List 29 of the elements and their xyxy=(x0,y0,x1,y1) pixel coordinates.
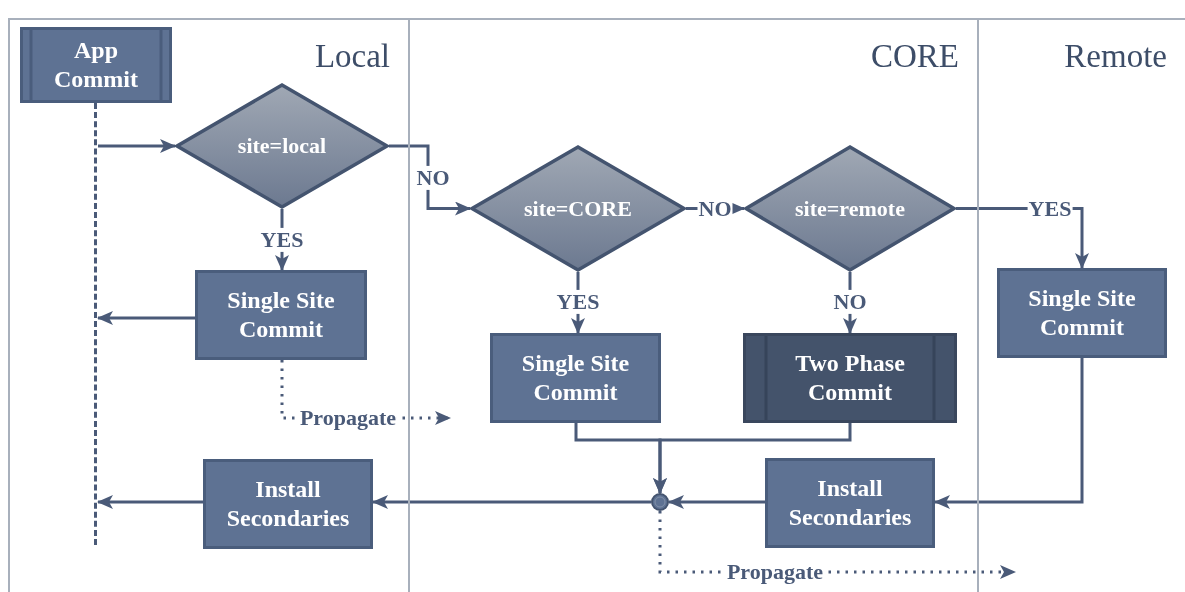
lane-title: Remote xyxy=(1064,38,1167,75)
edge-label: NO xyxy=(415,165,451,191)
arrow xyxy=(372,495,651,509)
arrow xyxy=(668,495,765,509)
decision-diamond: site=CORE xyxy=(470,145,686,272)
decision-diamond: site=local xyxy=(175,83,389,209)
edge-label: YES xyxy=(555,289,601,315)
swimlane xyxy=(8,18,408,592)
decision-diamond: site=remote xyxy=(744,145,956,272)
arrow xyxy=(98,139,176,153)
edge-label: NO xyxy=(832,289,868,315)
swimlane xyxy=(977,18,1185,592)
arrow xyxy=(653,423,852,494)
junction-circle xyxy=(651,493,669,511)
swimlane xyxy=(408,18,977,592)
arrow xyxy=(97,495,203,509)
process-box: Install Secondaries xyxy=(765,458,935,548)
edge-label: YES xyxy=(259,227,305,253)
process-box: Install Secondaries xyxy=(203,459,373,549)
arrow xyxy=(97,311,195,325)
lane-title: CORE xyxy=(871,38,959,75)
process-box: Single Site Commit xyxy=(195,270,367,360)
process-box: Single Site Commit xyxy=(997,268,1167,358)
arrow xyxy=(934,358,1084,509)
process-box: Single Site Commit xyxy=(490,333,661,423)
predefined-process-box: Two Phase Commit xyxy=(743,333,957,423)
dashed-lifeline xyxy=(94,103,98,545)
lane-title: Local xyxy=(314,38,390,75)
predefined-process-box: App Commit xyxy=(20,27,172,103)
